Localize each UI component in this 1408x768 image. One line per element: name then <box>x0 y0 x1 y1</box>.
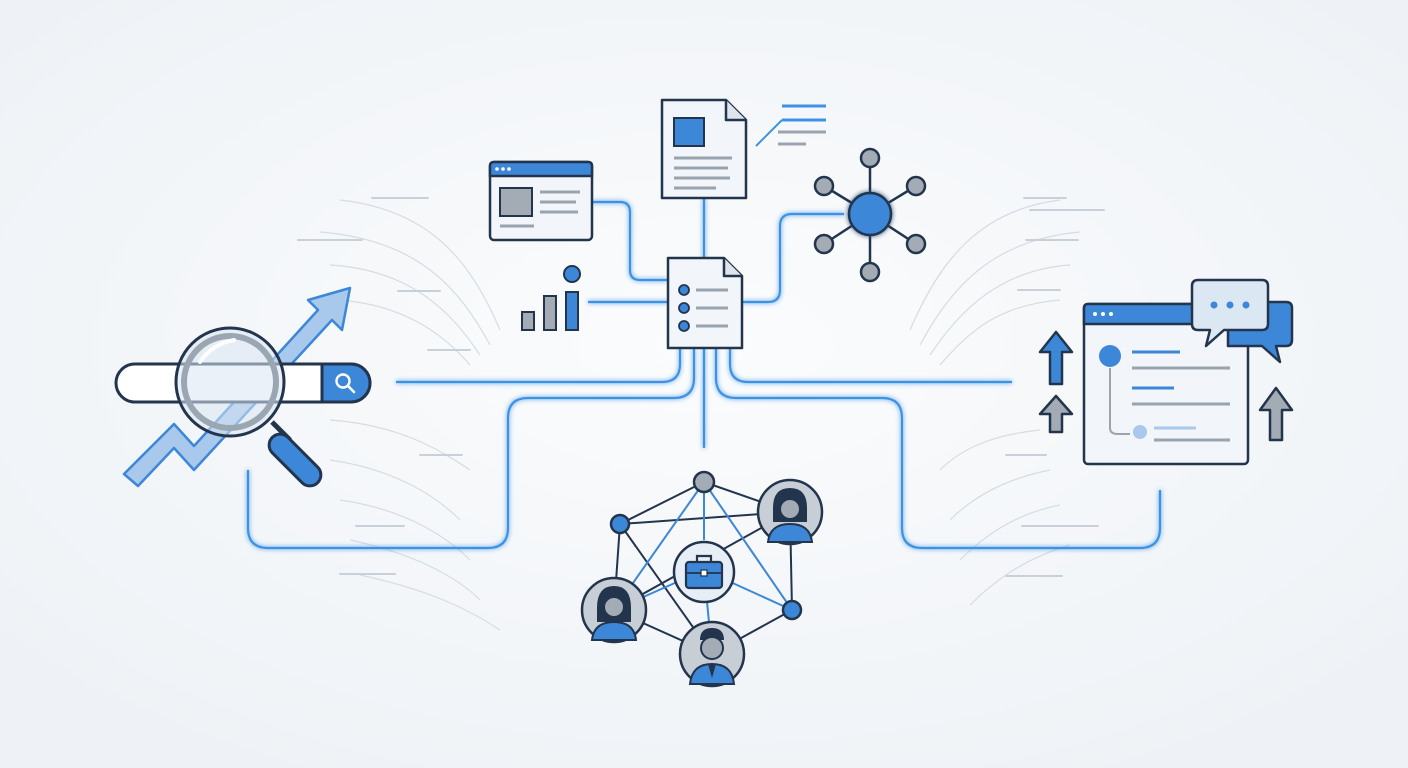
growth-trend-arrow-icon <box>122 286 352 488</box>
connector-chat-bottom <box>714 348 1162 550</box>
document-icon <box>660 98 748 200</box>
up-arrow-icon <box>1038 394 1074 434</box>
bar-chart-icon <box>521 265 581 331</box>
right-dashes <box>1005 197 1105 577</box>
right-flow-lines <box>909 199 1081 606</box>
person-avatar-icon <box>580 576 648 644</box>
magnifying-glass-icon <box>174 326 323 488</box>
speech-bubbles-icon <box>1190 278 1294 364</box>
people-network-icon <box>580 470 824 688</box>
person-avatar-icon <box>756 478 824 546</box>
connector-horizontal-right <box>728 348 1012 384</box>
briefcase-icon <box>672 540 736 604</box>
connector-browser-to-hub <box>592 200 668 282</box>
person-avatar-icon <box>678 620 746 688</box>
network-hub-icon <box>813 147 927 283</box>
connector-network-to-hub <box>742 212 844 304</box>
checklist-document-icon <box>666 256 744 350</box>
connectors <box>246 198 1162 550</box>
browser-window-icon <box>488 160 594 242</box>
up-arrow-icon <box>1258 386 1294 442</box>
up-arrow-icon <box>1038 330 1074 386</box>
connector-horizontal-left <box>396 348 682 384</box>
connector-search-bottom <box>246 348 696 550</box>
search-cluster <box>114 286 372 488</box>
left-flow-lines <box>319 199 501 631</box>
left-dashes <box>297 197 471 575</box>
annotation-lines <box>755 104 826 147</box>
